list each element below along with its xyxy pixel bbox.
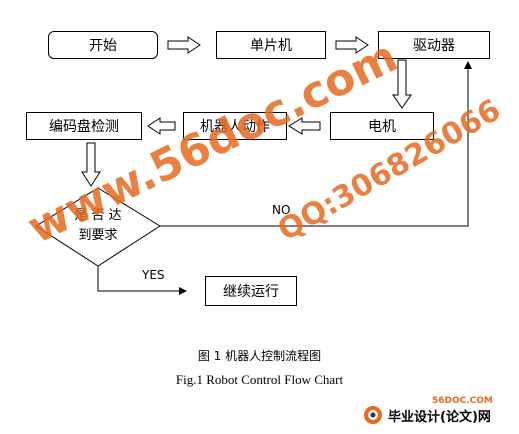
node-robot-action: 机器人动作 [183,112,287,140]
node-robot-action-label: 机器人动作 [200,119,270,135]
node-mcu: 单片机 [216,31,326,59]
arrow-motor-to-robot [288,117,321,135]
edge-label-yes: YES [142,268,165,282]
no-feedback-line [160,61,472,227]
logo-small-text: 56DOC.COM [432,396,493,406]
edge-label-no: NO [272,203,291,217]
node-driver: 驱动器 [378,31,490,59]
node-driver-label: 驱动器 [413,38,455,54]
node-encoder: 编码盘检测 [26,112,142,140]
node-motor: 电机 [330,112,434,140]
arrow-mcu-to-driver [335,36,369,54]
node-start: 开始 [48,31,158,59]
logo-text: 毕业设计(论文)网 [388,409,491,425]
node-start-label: 开始 [89,38,117,54]
node-encoder-label: 编码盘检测 [49,119,119,135]
caption-chinese: 图 1 机器人控制流程图 [197,349,322,363]
node-continue-label: 继续运行 [223,284,279,300]
node-mcu-label: 单片机 [250,38,292,54]
arrow-encoder-to-decision [81,142,101,187]
arrow-start-to-mcu [167,36,201,54]
node-decision-label: 是 否 达 到要求 [74,208,122,243]
yes-line [97,266,187,295]
arrow-robot-to-encoder [147,117,176,135]
logo-icon [364,406,382,424]
logo: 毕业设计(论文)网 [362,404,491,426]
node-motor-label: 电机 [368,119,396,135]
arrow-driver-to-motor [392,59,412,109]
node-continue: 继续运行 [205,276,297,306]
caption-english: Fig.1 Robot Control Flow Chart [175,372,344,387]
